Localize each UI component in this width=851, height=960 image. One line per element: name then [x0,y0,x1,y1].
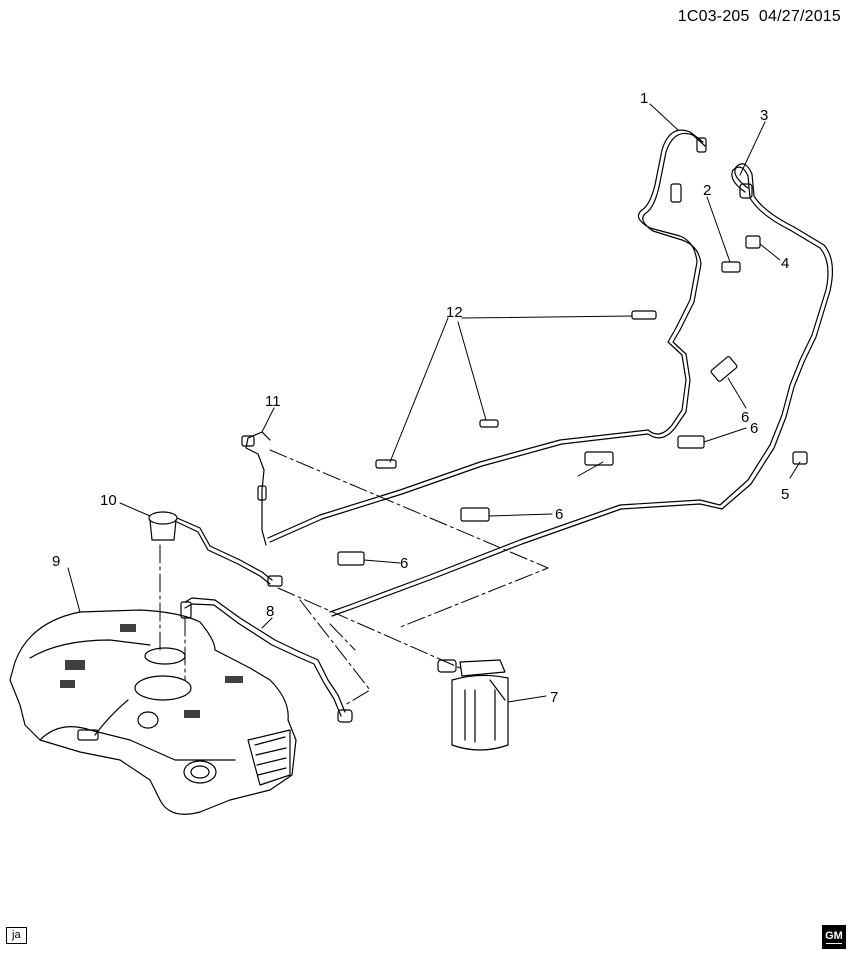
wiring-harness-part-11 [245,431,271,546]
vapor-pipe-end-fitting [739,183,753,199]
illustrator-tag: ja [6,927,27,944]
clip-part-5 [792,451,808,465]
callout-2: 2 [703,182,711,199]
feed-pipe-end-fitting [696,137,707,153]
evap-vapor-pipe [329,166,829,613]
callout-6-c: 6 [555,506,563,523]
fuel-pipe-fitting-part-10 [148,511,283,587]
clip-part-2 [670,183,741,273]
callout-11: 11 [265,393,281,410]
callout-1: 1 [640,90,648,107]
diagram-code: 1C03-205 [677,8,750,25]
callout-6-a: 6 [741,409,749,426]
fuel-pipe-part-8 [184,597,346,713]
callout-6-d: 6 [400,555,408,572]
callout-8: 8 [266,603,274,620]
callout-3: 3 [760,107,768,124]
diagram-header: 1C03-205 04/27/2015 [678,8,841,26]
gm-logo-text: GM [825,929,843,942]
evap-canister-part-7 [437,659,509,751]
retainer-part-12 [375,310,657,469]
callout-9: 9 [52,553,60,570]
clip-part-4 [745,235,761,249]
gm-logo: GM [822,925,846,949]
diagram-date: 04/27/2015 [758,8,841,25]
fuel-tank-part-9 [9,609,297,815]
fuel-feed-pipe [267,129,704,539]
callout-4: 4 [781,255,789,272]
callout-6-b: 6 [750,420,758,437]
callout-10: 10 [100,492,117,509]
callout-5: 5 [781,486,789,503]
callout-7: 7 [550,689,558,706]
callout-12: 12 [446,304,463,321]
